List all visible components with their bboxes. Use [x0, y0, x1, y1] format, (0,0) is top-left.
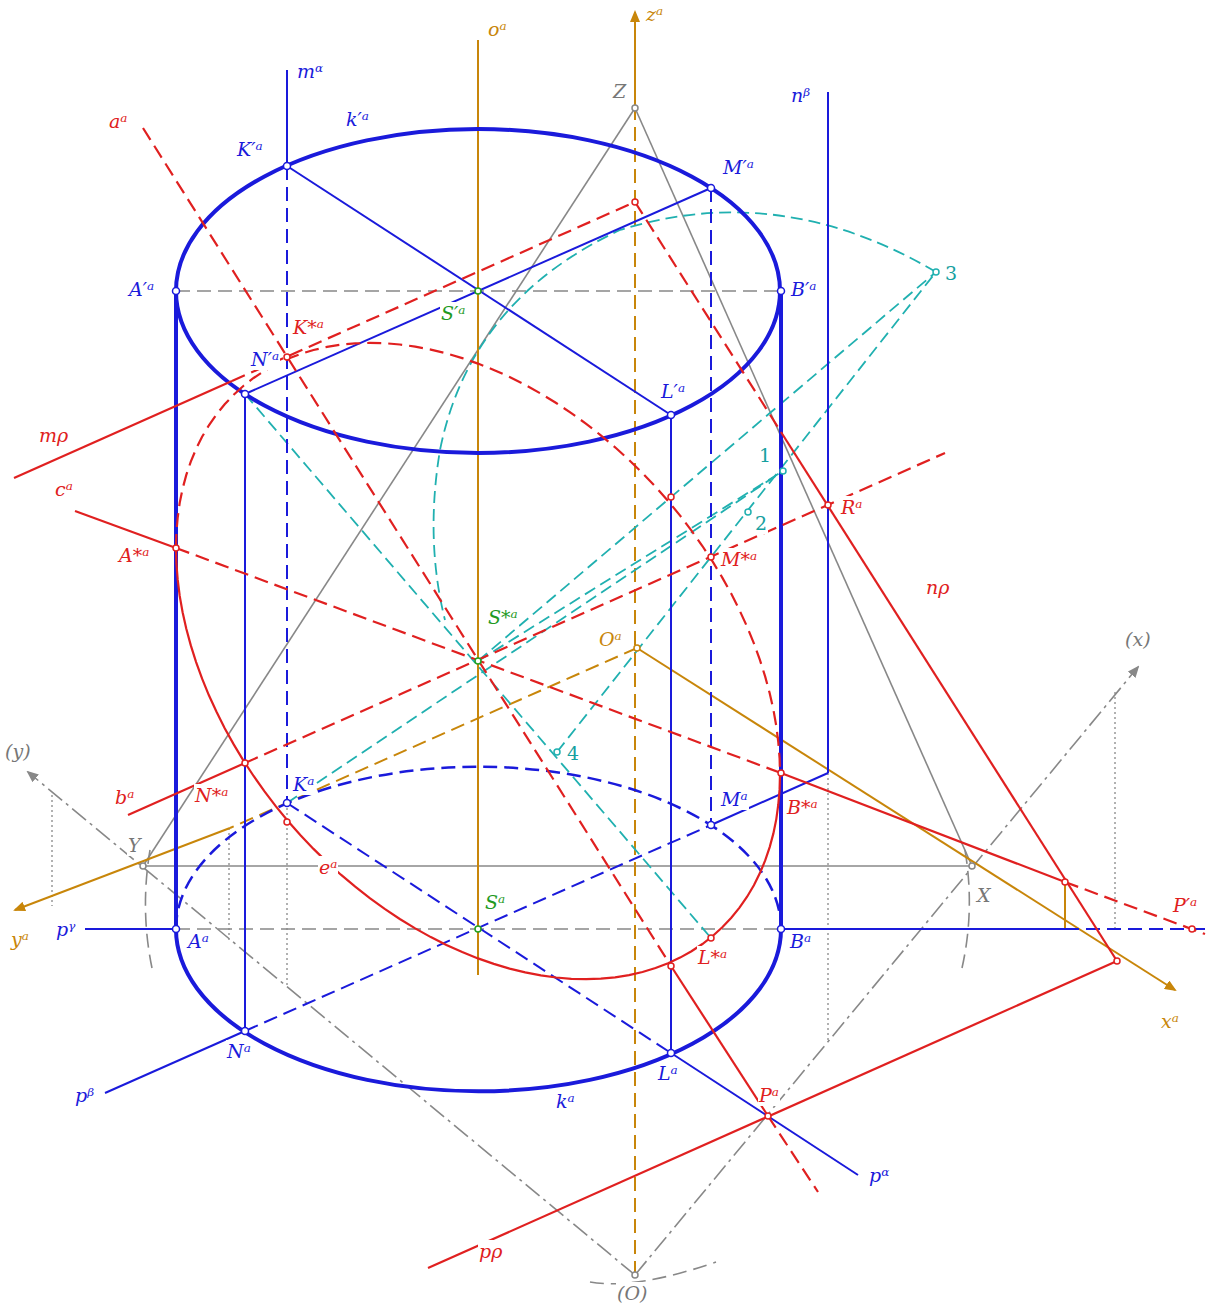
point-label: pᵅ	[868, 1164, 890, 1186]
point-label: Pᵃ	[758, 1084, 780, 1106]
point-label: aᵃ	[108, 110, 128, 132]
point-label: nρ	[925, 576, 950, 598]
point-label: Oᵃ	[598, 628, 623, 650]
point-label: xᵃ	[1160, 1010, 1180, 1032]
point-label: mρ	[38, 424, 69, 446]
point-label: M′ᵃ	[722, 156, 755, 178]
point-label: Rᵃ	[840, 496, 863, 518]
point-label: eᵃ	[318, 856, 338, 878]
point-label: Sᵃ	[484, 891, 506, 913]
point-label: Mᵃ	[720, 788, 749, 810]
point-label: K′ᵃ	[236, 138, 264, 160]
point-label: zᵃ	[645, 3, 664, 25]
point-label: Lᵃ	[657, 1062, 679, 1084]
point-label: kᵃ	[555, 1090, 576, 1112]
point-label: 4	[566, 742, 580, 764]
point-label: k′ᵃ	[345, 108, 370, 130]
point-label: (O)	[616, 1282, 648, 1304]
point-label: Bᵃ	[789, 930, 812, 952]
point-label: S′ᵃ	[440, 302, 466, 324]
point-label: pᵞ	[55, 918, 76, 940]
point-label: pᵝ	[74, 1084, 95, 1106]
point-label: P′ᵃ	[1172, 894, 1198, 916]
point-label: oᵃ	[487, 18, 508, 40]
point-label: nᵝ	[790, 84, 811, 106]
point-label: (y)	[4, 740, 32, 762]
point-label: 1	[758, 444, 772, 466]
point-label: B*ᵃ	[786, 796, 819, 818]
point-label: X	[976, 884, 992, 906]
point-label: cᵃ	[54, 478, 74, 500]
point-label: Y	[127, 834, 142, 856]
point-label: Z	[612, 80, 627, 102]
point-label: N*ᵃ	[194, 784, 229, 806]
point-label: Aᵃ	[187, 930, 210, 952]
point-label: A*ᵃ	[118, 544, 150, 566]
point-label: S*ᵃ	[487, 606, 519, 628]
point-label: bᵃ	[114, 786, 135, 808]
point-label: M*ᵃ	[720, 548, 758, 570]
point-label: 2	[754, 512, 768, 534]
point-label: L′ᵃ	[660, 380, 686, 402]
point-label: yᵃ	[10, 928, 30, 950]
point-label: L*ᵃ	[697, 946, 728, 968]
point-label: B′ᵃ	[790, 278, 817, 300]
point-label: Nᵃ	[226, 1040, 252, 1062]
point-label: mᵅ	[296, 60, 324, 82]
point-label: Kᵃ	[292, 773, 315, 795]
point-label: A′ᵃ	[128, 278, 155, 300]
point-label: 3	[944, 262, 958, 284]
point-label: N′ᵃ	[250, 348, 280, 370]
point-label: (x)	[1124, 628, 1152, 650]
point-label: K*ᵃ	[292, 316, 325, 338]
point-label: pρ	[478, 1240, 503, 1262]
